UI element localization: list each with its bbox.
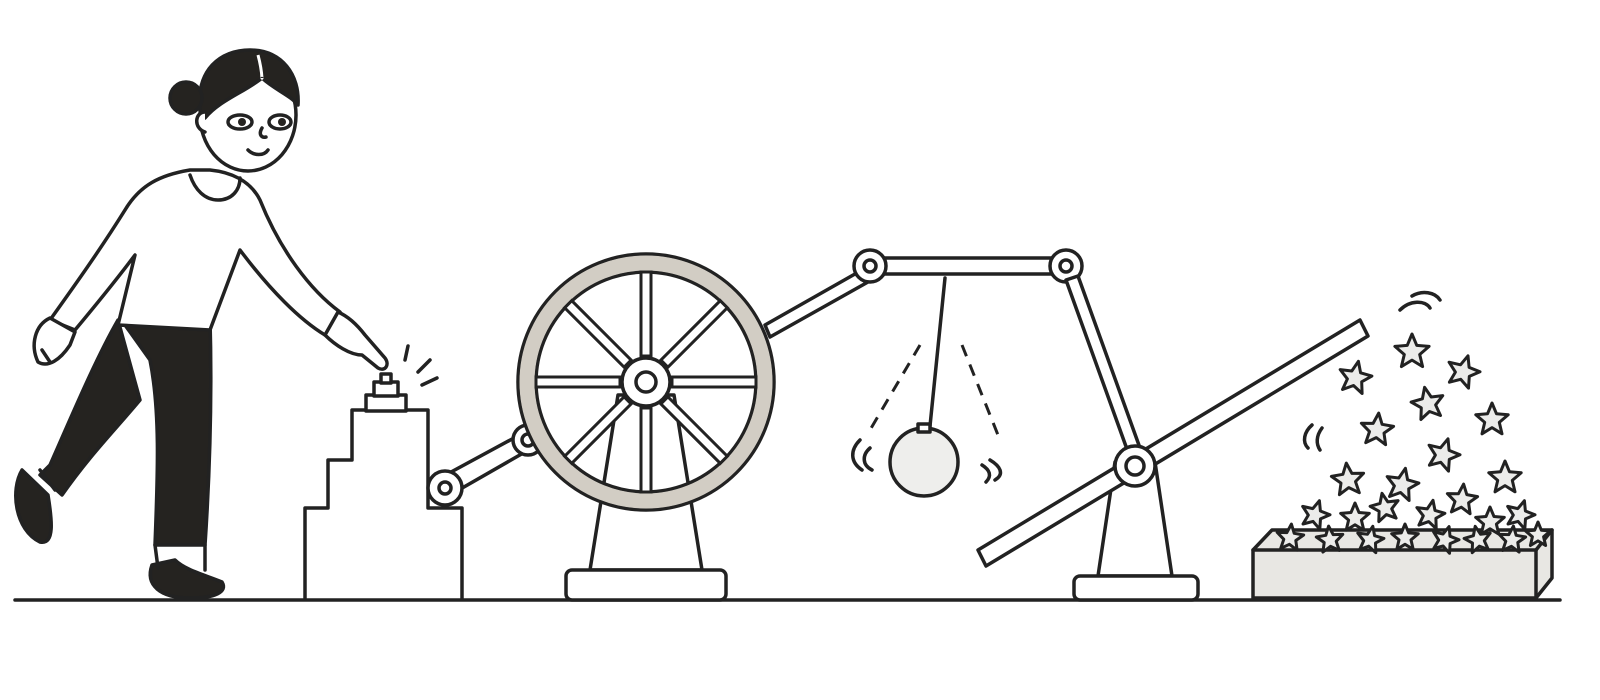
star-icon <box>1447 354 1482 390</box>
star-icon <box>1474 505 1506 536</box>
wheel-spoke <box>658 394 730 466</box>
star-icon <box>1390 522 1420 551</box>
stepped-block <box>303 408 464 600</box>
wheel-spoke <box>670 375 758 389</box>
star-icon <box>1487 459 1523 494</box>
star-icon <box>1359 411 1396 447</box>
star-icon <box>1314 524 1345 554</box>
wheel-spoke <box>562 298 634 370</box>
star-icon <box>1524 520 1552 547</box>
push-button-icon <box>364 344 439 413</box>
star-icon <box>1462 524 1492 555</box>
star-motion-lines <box>1302 290 1442 452</box>
star-icon <box>1432 525 1461 555</box>
wheel-spoke <box>658 298 730 370</box>
star-icon <box>1385 466 1421 502</box>
stars-group <box>1275 332 1552 555</box>
wheel-spoke <box>534 375 622 389</box>
star-icon <box>1356 524 1386 555</box>
star-icon <box>1409 385 1445 421</box>
star-icon <box>1474 401 1510 436</box>
wheel-spoke <box>639 406 653 494</box>
wheel-spoke <box>562 394 634 466</box>
seesaw-icon <box>976 318 1370 602</box>
linkage-rod <box>426 423 545 507</box>
star-icon <box>1339 501 1371 532</box>
star-icon <box>1445 482 1480 516</box>
star-icon <box>1338 359 1374 395</box>
pendulum-icon <box>851 276 1003 498</box>
star-icon <box>1506 499 1537 531</box>
star-icon <box>1301 499 1332 531</box>
wheel-spoke <box>639 270 653 358</box>
star-icon <box>1329 461 1366 497</box>
star-icon <box>1275 522 1306 552</box>
star-icon <box>1415 498 1447 531</box>
wheel-icon <box>516 252 776 602</box>
person-icon <box>14 48 389 600</box>
star-icon <box>1393 332 1431 369</box>
star-icon <box>1427 437 1462 473</box>
upper-linkage <box>763 248 1142 454</box>
star-icon <box>1368 491 1400 524</box>
star-icon <box>1497 524 1528 554</box>
